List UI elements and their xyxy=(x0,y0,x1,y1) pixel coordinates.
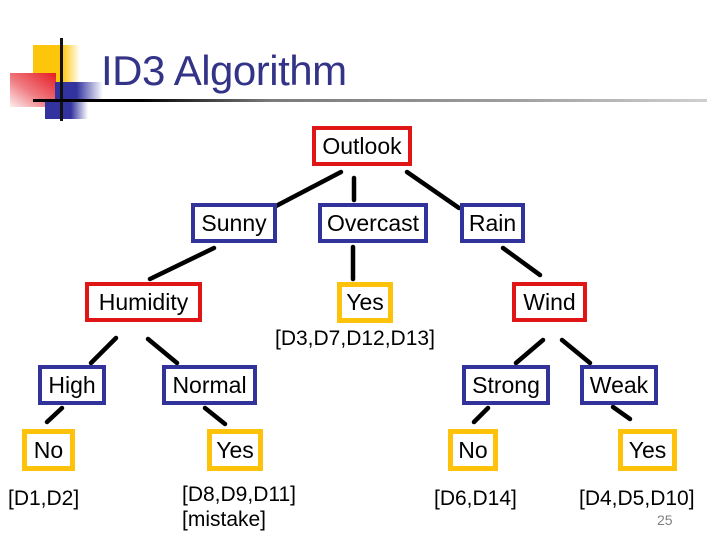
connector-outlook-sunny xyxy=(273,169,344,209)
node-no-high-label: No xyxy=(33,436,64,463)
node-no-strong-label: No xyxy=(458,436,488,463)
node-yes-overcast: Yes xyxy=(337,282,393,323)
node-sunny-label: Sunny xyxy=(201,209,267,236)
connector-wind-strong xyxy=(513,337,546,366)
connector-sunny-humidity xyxy=(147,245,217,282)
example-set-normal-line1: [D8,D9,D11] xyxy=(182,483,296,506)
title-decoration-vertical-line xyxy=(60,38,63,121)
connector-strong-no xyxy=(471,405,491,425)
example-set-strong: [D6,D14] xyxy=(434,487,517,510)
example-set-high: [D1,D2] xyxy=(8,487,80,510)
node-humidity: Humidity xyxy=(85,282,202,322)
node-weak: Weak xyxy=(580,365,658,405)
connector-rain-wind xyxy=(500,245,543,278)
node-overcast-label: Overcast xyxy=(326,209,420,236)
example-set-normal: [D8,D9,D11] [mistake] xyxy=(182,482,296,532)
connector-outlook-rain xyxy=(404,169,462,211)
node-sunny: Sunny xyxy=(191,203,277,243)
node-rain-label: Rain xyxy=(468,209,517,236)
node-no-strong: No xyxy=(448,429,498,471)
node-normal-label: Normal xyxy=(172,371,247,398)
node-yes-normal-label: Yes xyxy=(216,436,254,463)
example-set-weak: [D4,D5,D10] xyxy=(579,487,695,510)
connector-humidity-normal xyxy=(145,336,180,366)
node-outlook-label: Outlook xyxy=(322,132,402,159)
node-strong: Strong xyxy=(462,365,550,405)
page-number: 25 xyxy=(657,512,673,528)
node-overcast: Overcast xyxy=(318,203,428,243)
node-yes-weak: Yes xyxy=(618,429,677,471)
example-set-normal-line2: [mistake] xyxy=(182,508,267,531)
node-strong-label: Strong xyxy=(472,371,540,398)
node-wind-label: Wind xyxy=(523,288,576,315)
node-high-label: High xyxy=(48,371,96,398)
node-yes-weak-label: Yes xyxy=(628,436,667,463)
node-normal: Normal xyxy=(162,365,257,405)
connector-humidity-high xyxy=(88,335,119,366)
slide-title: ID3 Algorithm xyxy=(101,47,347,94)
title-decoration-blue-square xyxy=(55,82,103,102)
node-yes-overcast-label: Yes xyxy=(346,289,384,315)
connector-normal-yes xyxy=(202,405,228,427)
title-underline xyxy=(33,99,707,102)
title-decoration-blue-square-small xyxy=(45,102,88,119)
connector-weak-yes xyxy=(610,404,633,422)
example-set-overcast: [D3,D7,D12,D13] xyxy=(275,327,435,350)
connector-high-no xyxy=(44,405,65,425)
node-high: High xyxy=(38,365,106,405)
node-yes-normal: Yes xyxy=(207,429,263,471)
node-outlook: Outlook xyxy=(312,126,412,166)
node-wind: Wind xyxy=(512,282,587,322)
node-humidity-label: Humidity xyxy=(98,288,189,315)
node-no-high: No xyxy=(22,429,75,471)
node-rain: Rain xyxy=(460,203,525,243)
node-weak-label: Weak xyxy=(589,371,649,398)
connector-wind-weak xyxy=(559,337,593,366)
